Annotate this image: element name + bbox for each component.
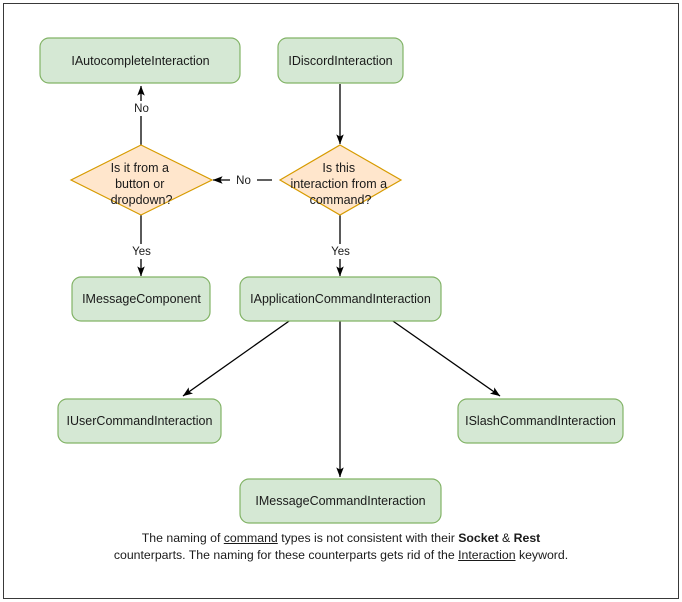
caption-bold-socket: Socket (458, 531, 499, 545)
node-label-user-command: IUserCommandInteraction (67, 414, 213, 428)
node-message-component[interactable]: IMessageComponent (71, 276, 211, 322)
node-discord-interaction[interactable]: IDiscordInteraction (277, 37, 404, 84)
caption-text-part2: types is not consistent with their (277, 531, 459, 545)
caption-text-part5: keyword. (515, 548, 569, 562)
edge-application-command-to-user-command (182, 318, 293, 397)
node-label-discord: IDiscordInteraction (288, 54, 392, 68)
edge-decision-command-to-decision-button: No (212, 173, 272, 188)
edge-label-no-left: No (236, 175, 251, 187)
edge-application-command-to-slash-command (389, 318, 501, 397)
node-autocomplete-interaction[interactable]: IAutocompleteInteraction (39, 37, 241, 84)
node-message-command-interaction[interactable]: IMessageCommandInteraction (239, 478, 442, 524)
node-label-autocomplete: IAutocompleteInteraction (71, 54, 209, 68)
node-decision-is-interaction-from-command[interactable]: Is this interaction from a command? (278, 144, 403, 216)
edge-decision-button-to-message-component: Yes (128, 215, 157, 277)
caption-underline-command: command (223, 531, 278, 545)
edge-label-yes-left: Yes (132, 246, 151, 258)
edge-label-yes-right: Yes (331, 246, 350, 258)
node-label-application-command: IApplicationCommandInteraction (250, 292, 431, 306)
node-label-slash-command: ISlashCommandInteraction (465, 414, 616, 428)
edge-decision-command-to-application-command: Yes (327, 215, 356, 277)
caption-text-part3: & (498, 531, 514, 545)
diagram-caption: The naming of command types is not consi… (110, 530, 572, 564)
node-user-command-interaction[interactable]: IUserCommandInteraction (57, 398, 222, 444)
caption-text-part4: counterparts. The naming for these count… (113, 548, 459, 562)
node-label-message-command: IMessageCommandInteraction (255, 494, 425, 508)
node-decision-is-from-button-or-dropdown[interactable]: Is it from a button or dropdown? (69, 144, 214, 216)
caption-text-part1: The naming of (141, 531, 224, 545)
caption-underline-interaction: Interaction (458, 548, 516, 562)
node-slash-command-interaction[interactable]: ISlashCommandInteraction (457, 398, 624, 444)
node-label-message-component: IMessageComponent (82, 292, 201, 306)
caption-bold-rest: Rest (513, 531, 541, 545)
node-application-command-interaction[interactable]: IApplicationCommandInteraction (239, 276, 442, 322)
node-label-decision-button: Is it from a button or dropdown? (111, 161, 173, 207)
edge-label-no-up: No (134, 103, 149, 115)
node-label-decision-command: Is this interaction from a command? (290, 161, 390, 207)
edge-decision-button-to-autocomplete: No (128, 85, 155, 145)
